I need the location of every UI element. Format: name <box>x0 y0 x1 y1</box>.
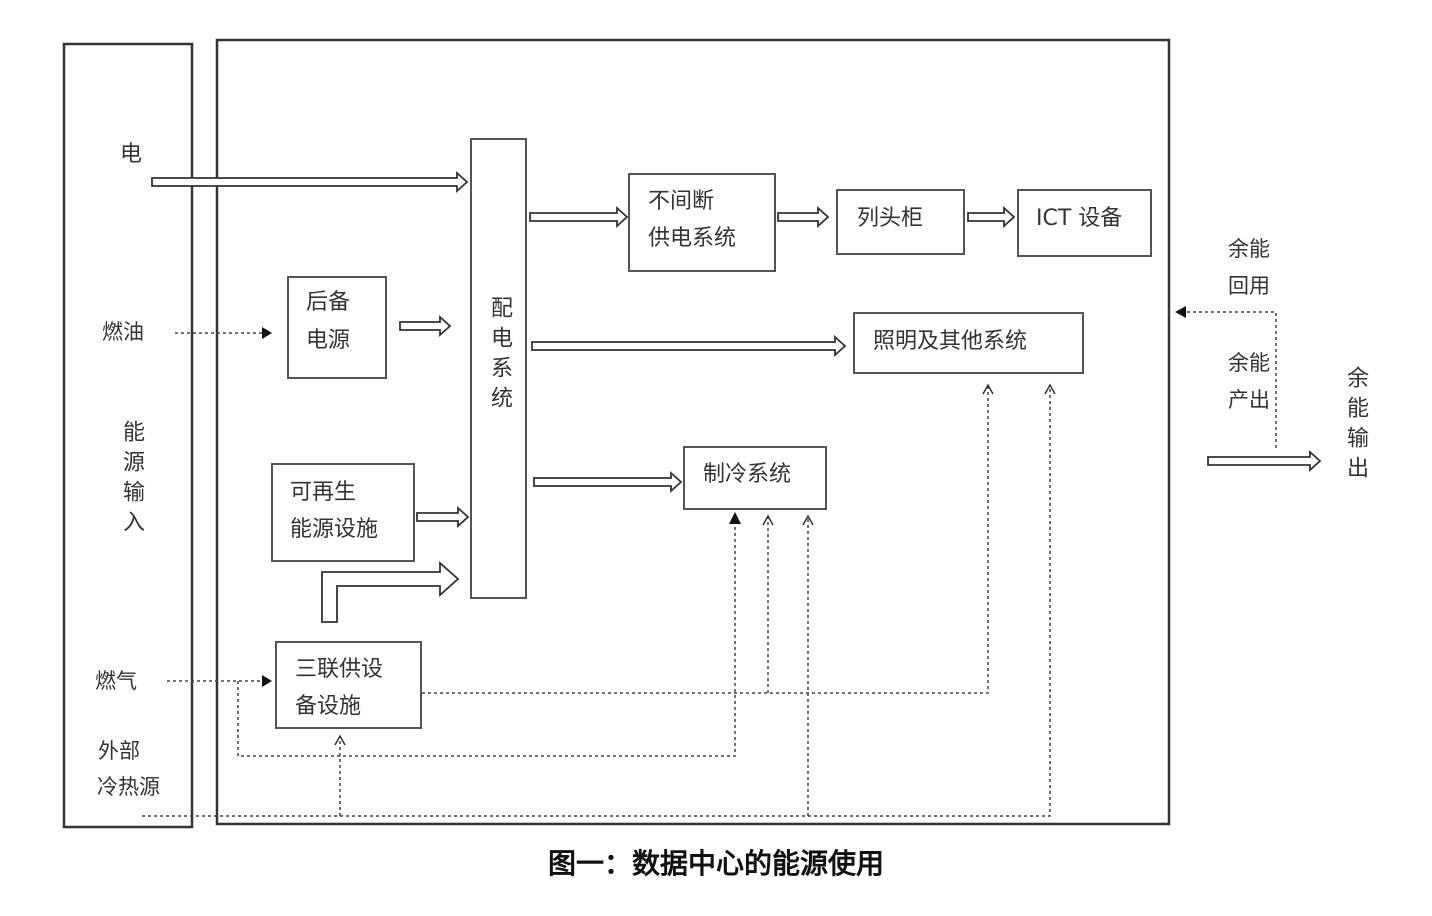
surplus-output-label: 余能输出 <box>1343 366 1368 486</box>
arrow-backup-to-distribution <box>399 314 452 338</box>
energy-input-label: 能源输入 <box>119 420 144 540</box>
arrow-renewable-to-distribution <box>416 505 470 529</box>
flow-external-to-lighting <box>142 383 1056 817</box>
arrow-electricity-to-distribution <box>151 170 469 194</box>
arrow-distribution-to-ups <box>529 205 629 229</box>
arrow-trigeneration-to-distribution <box>321 560 460 623</box>
ict-equipment-box <box>1017 189 1152 257</box>
external-label-2: 冷热源 <box>97 775 160 799</box>
solid-arrowheads <box>262 306 1186 687</box>
flow-gas-to-cooling <box>237 522 736 757</box>
backup-label-1: 后备 <box>306 290 351 315</box>
trigeneration-label-2: 备设施 <box>295 694 362 719</box>
renewable-label-2: 能源设施 <box>290 517 379 542</box>
trigeneration-box <box>275 641 422 729</box>
ups-label-1: 不间断 <box>648 189 715 214</box>
surplus-produce-label-2: 产出 <box>1228 388 1270 412</box>
renewable-label-1: 可再生 <box>290 480 357 505</box>
cooling-system-box <box>683 446 827 510</box>
flow-trigeneration-to-lighting <box>422 383 994 694</box>
arrow-cabinet-to-ict <box>967 205 1016 229</box>
trigeneration-label-1: 三联供设 <box>295 657 384 682</box>
cooling-label: 制冷系统 <box>703 462 792 487</box>
arrow-ups-to-cabinet <box>777 205 830 229</box>
ups-box <box>628 173 776 272</box>
lighting-label: 照明及其他系统 <box>873 329 1028 354</box>
data-center-frame <box>215 38 1171 826</box>
electricity-label: 电 <box>120 142 143 167</box>
ups-label-2: 供电系统 <box>648 226 737 251</box>
surplus-produce-label-1: 余能 <box>1228 351 1270 375</box>
arrow-distribution-to-cooling <box>533 470 683 494</box>
ict-label: ICT 设备 <box>1036 206 1123 231</box>
surplus-reuse-label-2: 回用 <box>1228 274 1270 298</box>
renewable-energy-box <box>271 463 415 562</box>
backup-label-2: 电源 <box>306 328 351 353</box>
distribution-system-box <box>470 138 527 599</box>
column-cabinet-label: 列头柜 <box>857 206 924 231</box>
figure-caption: 图一：数据中心的能源使用 <box>547 847 884 880</box>
gas-label: 燃气 <box>95 669 137 693</box>
double-arrows <box>151 170 1322 623</box>
fuel-oil-label: 燃油 <box>102 320 144 344</box>
energy-input-frame <box>62 42 194 829</box>
surplus-reuse-label-1: 余能 <box>1228 237 1270 261</box>
distribution-label: 配电系统 <box>487 296 512 416</box>
external-label-1: 外部 <box>98 739 140 763</box>
arrow-distribution-to-lighting <box>531 334 847 358</box>
column-cabinet-box <box>836 189 965 255</box>
dashed-flows <box>142 311 1277 817</box>
backup-power-box <box>287 276 387 379</box>
lighting-other-box <box>853 312 1084 374</box>
arrow-surplus-output <box>1207 449 1322 473</box>
